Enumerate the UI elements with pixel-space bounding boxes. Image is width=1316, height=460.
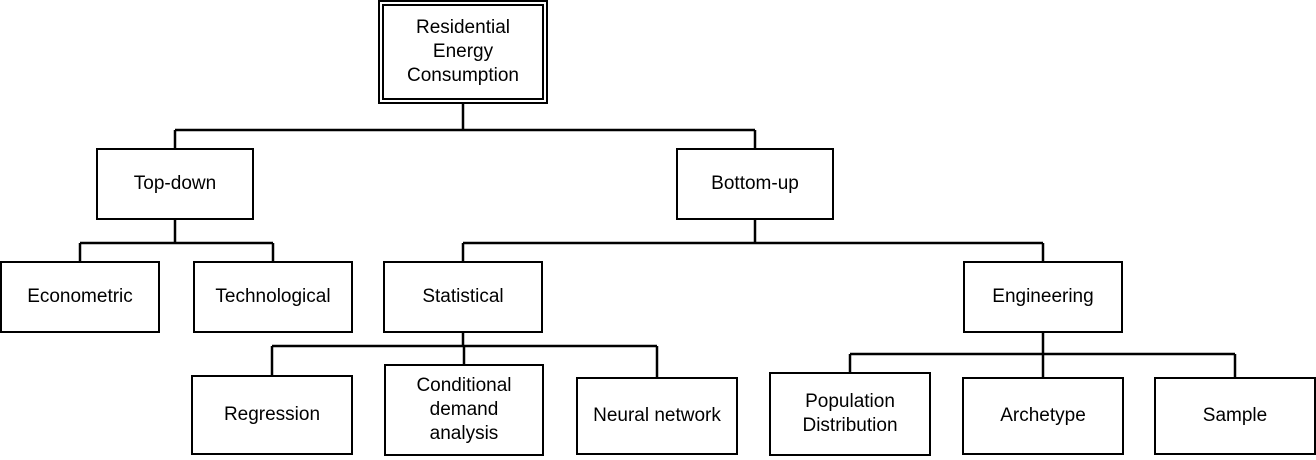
node-conditional: Conditional demand analysis: [384, 364, 544, 456]
node-engineering: Engineering: [963, 261, 1123, 333]
node-regression: Regression: [191, 375, 353, 455]
node-bottom-up: Bottom-up: [676, 148, 834, 220]
node-root: Residential Energy Consumption: [378, 0, 548, 104]
node-archetype: Archetype: [962, 377, 1124, 455]
node-sample: Sample: [1154, 377, 1316, 455]
node-neural: Neural network: [576, 377, 738, 455]
node-top-down: Top-down: [96, 148, 254, 220]
node-population: Population Distribution: [769, 372, 931, 456]
node-technological: Technological: [193, 261, 353, 333]
node-econometric: Econometric: [0, 261, 160, 333]
node-statistical: Statistical: [383, 261, 543, 333]
